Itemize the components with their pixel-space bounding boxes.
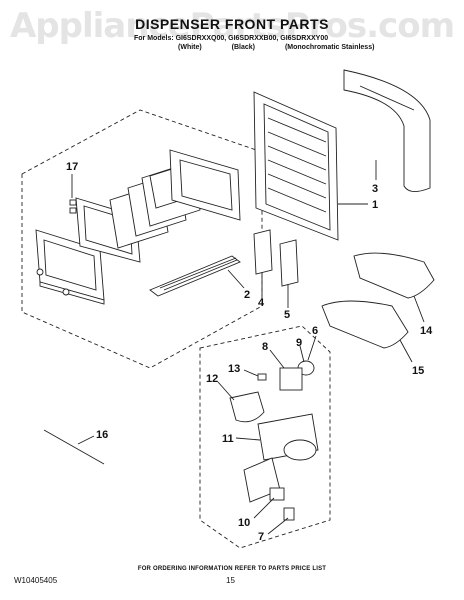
callout-6: 6: [312, 325, 318, 337]
part-5-filter: [279, 239, 299, 287]
callout-8: 8: [262, 341, 268, 353]
callout-15: 15: [412, 365, 424, 377]
part-14-drip-tray: [353, 252, 435, 299]
part-1-dispenser-housing: [253, 91, 339, 241]
callout-10: 10: [238, 517, 250, 529]
callout-5: 5: [284, 309, 290, 321]
part-4-filter: [253, 229, 273, 275]
model-colors: (White) (Black) (Monochromatic Stainless…: [178, 43, 394, 52]
color-white: (White): [178, 44, 202, 51]
color-black: (Black): [231, 44, 256, 51]
callout-13: 13: [228, 363, 240, 375]
callout-4: 4: [258, 297, 265, 309]
model-numbers: For Models: GI6SDRXXQ00, GI6SDRXXB00, GI…: [134, 35, 329, 42]
color-stainless: (Monochromatic Stainless): [284, 44, 375, 51]
callout-2: 2: [244, 289, 250, 301]
callout-16: 16: [96, 429, 108, 441]
document-number: W10405405: [14, 576, 58, 585]
rear-housing: [169, 149, 241, 221]
callout-11: 11: [222, 433, 234, 445]
part-10-bracket: [269, 487, 285, 501]
callout-3: 3: [372, 183, 378, 195]
part-13-clip: [257, 373, 267, 381]
callout-14: 14: [420, 325, 433, 337]
page-number: 15: [226, 576, 235, 585]
part-12-housing: [229, 391, 265, 423]
callout-17: 17: [66, 161, 78, 173]
callout-12: 12: [206, 373, 218, 385]
part-3-side-trim: [343, 69, 431, 192]
model-list: For Models: GI6SDRXXQ00, GI6SDRXXB00, GI…: [134, 34, 394, 52]
part-16-rod: [43, 429, 105, 465]
callout-7: 7: [258, 531, 264, 543]
part-11-actuator: [257, 413, 319, 461]
watermark-logo: AppliancePartsPros.com: [9, 6, 455, 46]
part-15-tray-grille: [321, 300, 409, 349]
lower-assembly-boundary: [199, 325, 331, 549]
screws: [36, 268, 70, 296]
part-7-spring: [283, 507, 295, 521]
part-17-fasteners: [69, 199, 77, 214]
part-8-switch: [279, 367, 303, 391]
page-title: DISPENSER FRONT PARTS: [135, 16, 329, 32]
ordering-note: FOR ORDERING INFORMATION REFER TO PARTS …: [137, 566, 327, 572]
callout-9: 9: [296, 337, 302, 349]
callout-leaders: [71, 160, 425, 535]
part-2-grille: [149, 255, 241, 297]
upper-assembly-boundary: [21, 109, 263, 369]
callout-1: 1: [372, 199, 378, 211]
